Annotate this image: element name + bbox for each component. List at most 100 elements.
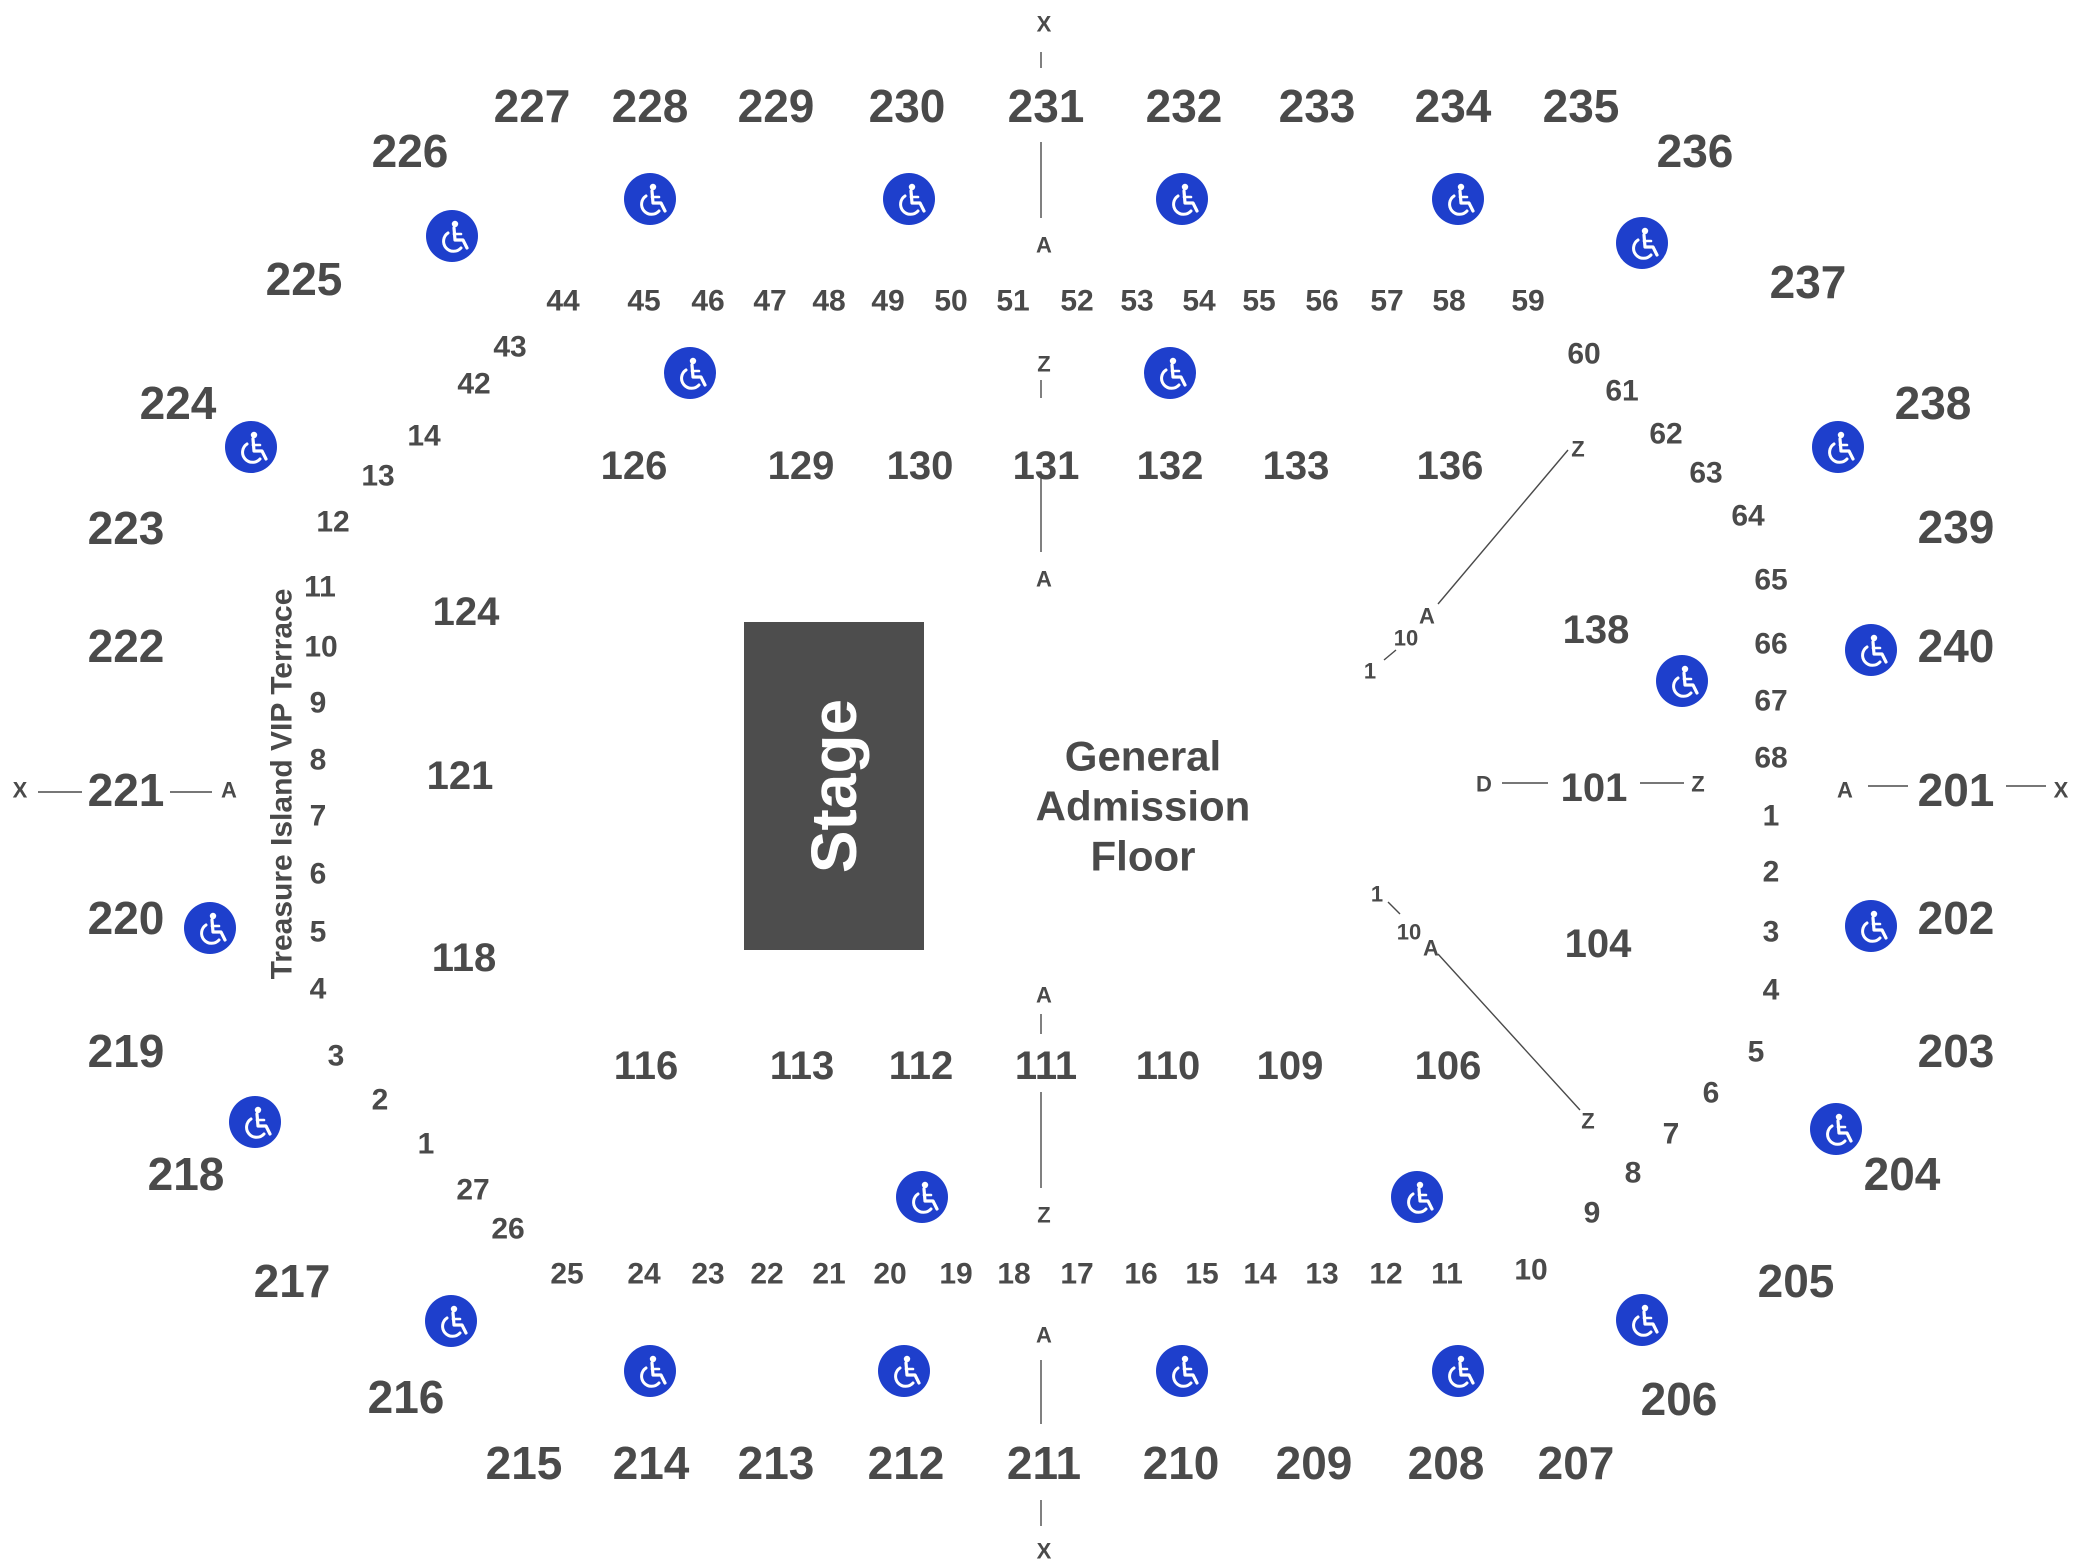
wheelchair-icon[interactable] — [624, 1345, 676, 1397]
wheelchair-icon[interactable] — [1432, 1345, 1484, 1397]
section-222[interactable]: 222 — [88, 620, 165, 672]
section-113[interactable]: 113 — [770, 1044, 835, 1088]
section-104[interactable]: 104 — [1565, 922, 1632, 966]
section-235[interactable]: 235 — [1543, 80, 1620, 132]
section-136[interactable]: 136 — [1417, 444, 1484, 488]
section-215[interactable]: 215 — [486, 1437, 563, 1489]
section-223[interactable]: 223 — [88, 502, 165, 554]
section-126[interactable]: 126 — [601, 444, 668, 488]
wheelchair-icon[interactable] — [1812, 421, 1864, 473]
section-206[interactable]: 206 — [1641, 1373, 1718, 1425]
section-208[interactable]: 208 — [1408, 1437, 1485, 1489]
wheelchair-icon[interactable] — [896, 1171, 948, 1223]
section-207[interactable]: 207 — [1538, 1437, 1615, 1489]
wheelchair-icon[interactable] — [1845, 900, 1897, 952]
section-214[interactable]: 214 — [613, 1437, 690, 1489]
section-133[interactable]: 133 — [1263, 444, 1330, 488]
section-213[interactable]: 213 — [738, 1437, 815, 1489]
wheelchair-icon[interactable] — [184, 902, 236, 954]
section-221[interactable]: 221 — [88, 764, 165, 816]
wheelchair-icon[interactable] — [1845, 624, 1897, 676]
wheelchair-icon[interactable] — [1656, 655, 1708, 707]
section-130[interactable]: 130 — [887, 444, 954, 488]
wheelchair-icon[interactable] — [878, 1345, 930, 1397]
section-204[interactable]: 204 — [1864, 1148, 1941, 1200]
section-116[interactable]: 116 — [614, 1044, 679, 1088]
section-131[interactable]: 131 — [1013, 444, 1080, 488]
section-201[interactable]: 201 — [1918, 764, 1995, 816]
section-226[interactable]: 226 — [372, 125, 449, 177]
wheelchair-icon[interactable] — [229, 1096, 281, 1148]
vip-terrace-label[interactable]: Treasure Island VIP Terrace — [266, 589, 299, 980]
section-236[interactable]: 236 — [1657, 125, 1734, 177]
section-238[interactable]: 238 — [1895, 377, 1972, 429]
section-111[interactable]: 111 — [1015, 1044, 1077, 1088]
wheelchair-icon[interactable] — [425, 1295, 477, 1347]
wheelchair-icon[interactable] — [1156, 173, 1208, 225]
wheelchair-icon[interactable] — [624, 173, 676, 225]
section-225[interactable]: 225 — [266, 253, 343, 305]
wheelchair-icon[interactable] — [225, 421, 277, 473]
ga-floor-label-line-2: Admission — [1036, 783, 1251, 830]
section-216[interactable]: 216 — [368, 1371, 445, 1423]
row-number: 65 — [1754, 564, 1787, 597]
wheelchair-icon[interactable] — [664, 347, 716, 399]
section-101[interactable]: 101 — [1561, 766, 1628, 810]
section-132[interactable]: 132 — [1137, 444, 1204, 488]
section-209[interactable]: 209 — [1276, 1437, 1353, 1489]
aisle-marker-a-top-upper: A — [1036, 233, 1052, 258]
section-227[interactable]: 227 — [494, 80, 571, 132]
wheelchair-icon[interactable] — [426, 210, 478, 262]
section-124[interactable]: 124 — [433, 590, 500, 634]
row-number: 22 — [750, 1258, 783, 1291]
general-admission-floor[interactable]: General Admission Floor — [1036, 733, 1251, 880]
wheelchair-icon[interactable] — [1810, 1103, 1862, 1155]
section-232[interactable]: 232 — [1146, 80, 1223, 132]
section-205[interactable]: 205 — [1758, 1255, 1835, 1307]
row-number: 58 — [1432, 285, 1465, 318]
section-220[interactable]: 220 — [88, 892, 165, 944]
row-number: 13 — [361, 460, 394, 493]
wheelchair-icon[interactable] — [1144, 347, 1196, 399]
section-234[interactable]: 234 — [1415, 80, 1492, 132]
wheelchair-icon[interactable] — [1616, 217, 1668, 269]
section-203[interactable]: 203 — [1918, 1025, 1995, 1077]
section-211[interactable]: 211 — [1007, 1437, 1081, 1489]
wheelchair-icon[interactable] — [1432, 173, 1484, 225]
section-112[interactable]: 112 — [889, 1044, 954, 1088]
section-110[interactable]: 110 — [1136, 1044, 1201, 1088]
section-121[interactable]: 121 — [427, 754, 494, 798]
row-number: 57 — [1370, 285, 1403, 318]
section-237[interactable]: 237 — [1770, 256, 1847, 308]
row-number: 26 — [491, 1213, 524, 1246]
section-224[interactable]: 224 — [140, 377, 217, 429]
section-138[interactable]: 138 — [1563, 608, 1630, 652]
section-212[interactable]: 212 — [868, 1437, 945, 1489]
section-129[interactable]: 129 — [768, 444, 835, 488]
wheelchair-icon[interactable] — [1616, 1294, 1668, 1346]
section-229[interactable]: 229 — [738, 80, 815, 132]
section-210[interactable]: 210 — [1143, 1437, 1220, 1489]
section-219[interactable]: 219 — [88, 1025, 165, 1077]
section-230[interactable]: 230 — [869, 80, 946, 132]
section-202[interactable]: 202 — [1918, 892, 1995, 944]
section-228[interactable]: 228 — [612, 80, 689, 132]
section-118[interactable]: 118 — [432, 936, 497, 980]
section-233[interactable]: 233 — [1279, 80, 1356, 132]
aisle-marker-d-101: D — [1476, 772, 1492, 797]
section-217[interactable]: 217 — [254, 1255, 331, 1307]
section-231[interactable]: 231 — [1008, 80, 1085, 132]
wheelchair-icon[interactable] — [1391, 1171, 1443, 1223]
row-number: 11 — [304, 571, 336, 604]
section-240[interactable]: 240 — [1918, 620, 1995, 672]
section-106[interactable]: 106 — [1415, 1044, 1482, 1088]
section-239[interactable]: 239 — [1918, 501, 1995, 553]
wheelchair-icon[interactable] — [883, 173, 935, 225]
row-number: 3 — [1763, 916, 1780, 949]
row-number: 6 — [1703, 1077, 1720, 1110]
section-109[interactable]: 109 — [1257, 1044, 1324, 1088]
guide-line-diag-lower-start — [1387, 901, 1401, 915]
row-number: 52 — [1060, 285, 1093, 318]
section-218[interactable]: 218 — [148, 1148, 225, 1200]
wheelchair-icon[interactable] — [1156, 1345, 1208, 1397]
